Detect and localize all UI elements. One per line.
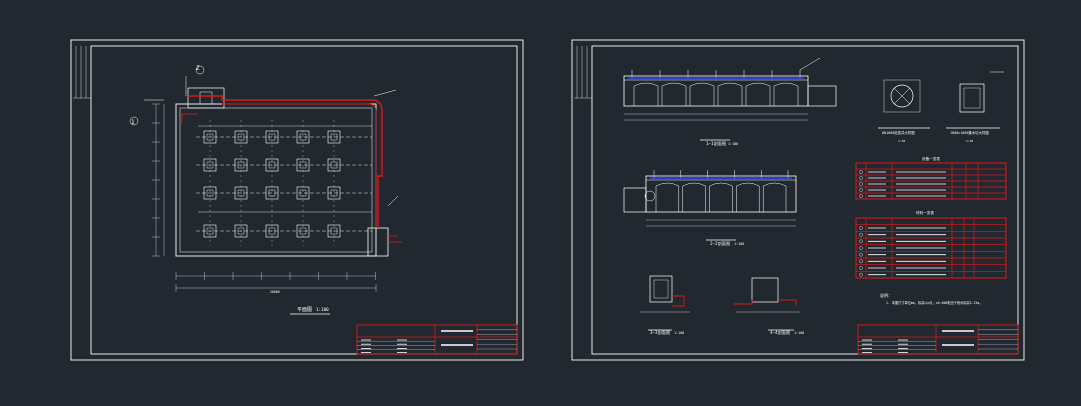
section1-bay xyxy=(633,82,659,106)
section2-pit xyxy=(623,187,647,213)
detail1-scale: 1:50 xyxy=(898,139,905,143)
aeration-head-inner xyxy=(237,227,245,235)
material-table-cell-index xyxy=(859,239,863,244)
section3-red-pipe xyxy=(672,295,685,307)
detail2-inner xyxy=(963,87,981,109)
text-layer: 平面图 1:100 Z 1 20000 1—1剖面图 1:100 2—2剖面图 … xyxy=(131,65,989,336)
section1-outline xyxy=(623,75,809,107)
equipment-table-cell-index xyxy=(859,182,863,186)
section1-bay xyxy=(745,82,771,106)
tank-inner-wall xyxy=(179,107,373,253)
notes-title: 说明： xyxy=(880,292,892,298)
supply-pipe-red-2 xyxy=(222,103,377,228)
aeration-head-inner xyxy=(330,227,338,235)
equipment-table-title: 设备一览表 xyxy=(922,156,940,161)
section2-bay xyxy=(655,182,680,212)
material-table-cell-index xyxy=(859,232,863,237)
section3-box xyxy=(649,275,673,303)
section1-title: 1—1剖面图 xyxy=(706,140,726,147)
axis-label-top: Z xyxy=(196,65,200,72)
aeration-head-inner xyxy=(268,227,276,235)
equipment-table-cell-index xyxy=(859,176,863,180)
section1-bay xyxy=(689,82,715,106)
tank-outer-wall xyxy=(175,103,377,257)
detail1-frame xyxy=(883,79,921,113)
axis-bubble xyxy=(195,65,205,75)
top-room-inner xyxy=(199,91,213,105)
section2-outline xyxy=(645,175,797,213)
material-table-cell-index xyxy=(859,272,863,277)
equipment-table-cell-index xyxy=(859,170,863,174)
axis-bubble xyxy=(129,116,139,126)
sheet-outer-border xyxy=(70,39,524,361)
plan-title: 平面图 xyxy=(297,307,312,313)
material-table-cell-index xyxy=(859,266,863,270)
detail1-title: DN1000检查井大样图 xyxy=(882,130,915,135)
sheet-right xyxy=(571,39,1025,361)
detail2-sump xyxy=(959,83,985,113)
section1-scale: 1:100 xyxy=(728,142,738,146)
material-table-cell-index xyxy=(859,226,863,230)
material-table-cell-index xyxy=(859,252,863,257)
section4-title: 4—4剖面图 xyxy=(770,329,790,336)
section4-scale: 1:100 xyxy=(794,331,804,335)
aeration-head-inner xyxy=(299,227,307,235)
section1-bay xyxy=(661,82,687,106)
sheet-inner-border xyxy=(90,45,518,355)
section2-bay xyxy=(736,182,760,212)
section3-inner xyxy=(653,279,669,299)
detail1-cross xyxy=(893,87,911,105)
material-table-cell-index xyxy=(859,259,863,264)
material-table-cell-index xyxy=(859,246,863,250)
detail2-scale: 1:50 xyxy=(966,139,973,143)
section1-pit xyxy=(807,85,837,107)
sheet-outer-border xyxy=(571,39,1025,361)
section3-title: 3—3剖面图 xyxy=(650,329,670,336)
material-table-title: 材料一览表 xyxy=(916,210,934,215)
outlet-pipe-red xyxy=(388,235,402,243)
branch-pipe-red xyxy=(181,113,198,124)
equipment-table-cell-index xyxy=(859,188,863,192)
section1-bay xyxy=(717,82,743,106)
detail1-manhole-circle xyxy=(890,84,914,108)
sheet-inner-border xyxy=(591,45,1019,355)
section2-bay xyxy=(682,182,706,212)
aeration-head-inner xyxy=(206,227,214,235)
detail2-title: 1000×1000集水坑大样图 xyxy=(950,130,989,135)
notes-text: 1. 本图尺寸单位mm，标高以m计，±0.000相当于绝对标高3.15m。 xyxy=(886,300,982,305)
section2-manhole xyxy=(644,190,656,202)
sheet-left xyxy=(70,39,524,361)
top-room xyxy=(187,87,225,109)
section1-bay xyxy=(773,82,799,106)
material-table-border xyxy=(855,217,1007,279)
leader-line xyxy=(373,89,397,97)
section2-bay xyxy=(709,182,733,212)
plan-total-dimension: 20000 xyxy=(270,290,280,294)
section4-red-pipe xyxy=(734,299,797,306)
section2-scale: 1:100 xyxy=(734,242,744,246)
axis-label-left: 1 xyxy=(131,119,135,126)
section2-bay xyxy=(762,182,787,212)
section4-box xyxy=(751,277,779,303)
section3-scale: 1:100 xyxy=(674,331,684,335)
section2-title: 2—2剖面图 xyxy=(710,240,730,247)
supply-pipe-red xyxy=(188,95,383,228)
plan-scale: 1:100 xyxy=(316,307,329,312)
leader-line xyxy=(387,195,399,207)
section1-leader xyxy=(799,57,821,71)
equipment-table-cell-index xyxy=(859,194,863,198)
